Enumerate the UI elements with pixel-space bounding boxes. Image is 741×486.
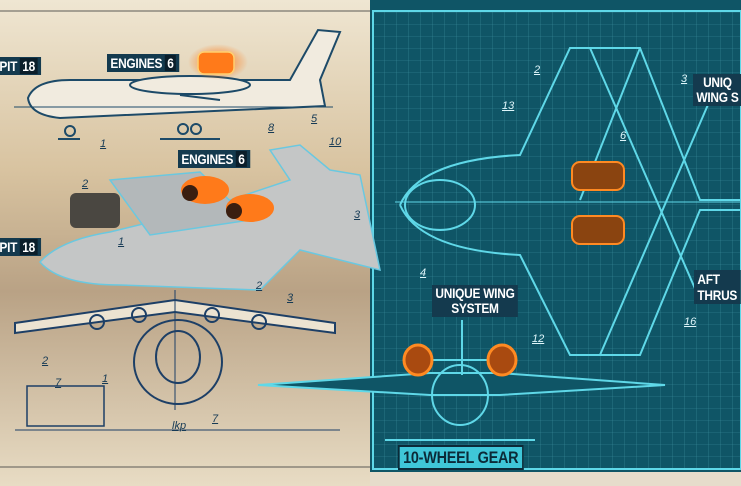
top-view-drawing <box>395 47 741 356</box>
callout-number: 3 <box>354 209 361 221</box>
callout-number: 8 <box>268 122 275 134</box>
callout-number: 12 <box>532 333 545 345</box>
callout-number: 1 <box>102 373 109 385</box>
front-view-drawing <box>14 290 340 431</box>
callout-number: 2 <box>256 280 263 292</box>
callout-number: 2 <box>42 355 49 367</box>
callout-number: 7 <box>55 377 62 389</box>
callout-number: 1 <box>118 236 125 248</box>
callout-number: 2 <box>534 64 541 76</box>
callout-number: 4 <box>420 267 427 279</box>
callout-number: 3 <box>287 292 294 304</box>
callout-number: 2 <box>82 178 89 190</box>
callout-number: 1 <box>100 138 107 150</box>
callout-number: 5 <box>311 113 318 125</box>
callout-number: lkp <box>172 420 187 432</box>
callout-number: 6 <box>620 130 627 142</box>
engine-icon <box>197 51 235 75</box>
callout-number: 3 <box>681 73 688 85</box>
callout-number: 13 <box>502 100 515 112</box>
side-view-drawing <box>14 28 342 140</box>
wheel-gear-label: 10-WHEEL GEAR <box>398 445 524 470</box>
callout-number: 10 <box>329 136 342 148</box>
callout-number: 16 <box>684 316 697 328</box>
callout-number: 7 <box>212 413 219 425</box>
